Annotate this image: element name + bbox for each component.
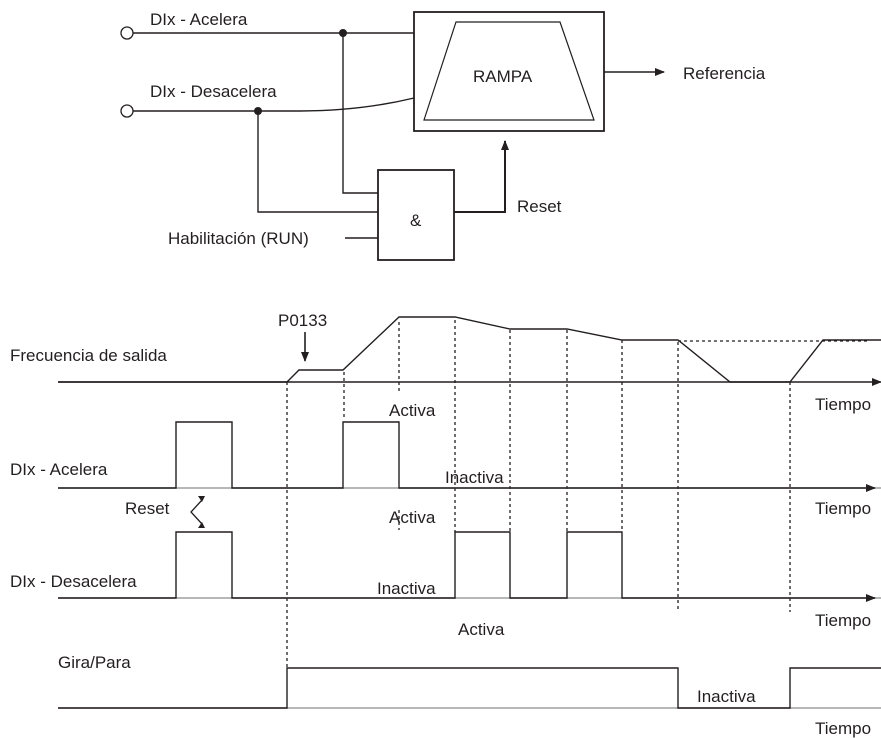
block-diagram: DIx - Acelera DIx - Desacelera Habilitac… bbox=[120, 10, 766, 261]
reset-arrowhead bbox=[198, 496, 205, 528]
input-run-label: Habilitación (RUN) bbox=[168, 229, 309, 248]
axis-label-tiempo: Tiempo bbox=[815, 611, 871, 630]
and-gate-label: & bbox=[410, 211, 422, 230]
param-label: P0133 bbox=[278, 311, 327, 330]
and-gate bbox=[377, 169, 455, 261]
reset-arrow-icon bbox=[190, 499, 203, 525]
accel-label: DIx - Acelera bbox=[10, 460, 108, 479]
ramp-block bbox=[413, 11, 605, 132]
run-label: Gira/Para bbox=[58, 653, 131, 672]
output-label: Referencia bbox=[683, 64, 766, 83]
accel-inactive-label: Inactiva bbox=[445, 468, 504, 487]
decel-active-label: Activa bbox=[389, 508, 436, 527]
decel-to-and-wire bbox=[257, 111, 378, 213]
input-decel-terminal bbox=[120, 104, 134, 118]
axis-label-tiempo: Tiempo bbox=[815, 499, 871, 518]
accel-active-label: Activa bbox=[389, 401, 436, 420]
accel-to-and-wire bbox=[342, 33, 378, 194]
run-inactive-label: Inactiva bbox=[697, 687, 756, 706]
decel-to-ramp-wire bbox=[299, 97, 415, 112]
reset-label: Reset bbox=[517, 197, 562, 216]
run-waveform bbox=[58, 667, 881, 709]
decel-label: DIx - Desacelera bbox=[10, 572, 137, 591]
reset-wire bbox=[454, 140, 509, 213]
input-decel-label: DIx - Desacelera bbox=[150, 82, 277, 101]
input-accel-terminal bbox=[120, 26, 134, 40]
reset-pulse-label: Reset bbox=[125, 499, 170, 518]
ramp-trapezoid-icon bbox=[423, 21, 595, 121]
accel-waveform bbox=[58, 421, 876, 492]
input-accel-label: DIx - Acelera bbox=[150, 10, 248, 29]
decel-waveform bbox=[58, 531, 876, 602]
run-active-label: Activa bbox=[458, 620, 505, 639]
freq-waveform bbox=[58, 316, 881, 383]
decel-inactive-label: Inactiva bbox=[377, 579, 436, 598]
timing-diagram: Frecuencia de salida P0133 Tiempo DIx - … bbox=[10, 311, 881, 738]
ramp-label: RAMPA bbox=[473, 67, 533, 86]
axis-label-tiempo: Tiempo bbox=[815, 395, 871, 414]
axis-label-tiempo: Tiempo bbox=[815, 719, 871, 738]
freq-label: Frecuencia de salida bbox=[10, 346, 167, 365]
